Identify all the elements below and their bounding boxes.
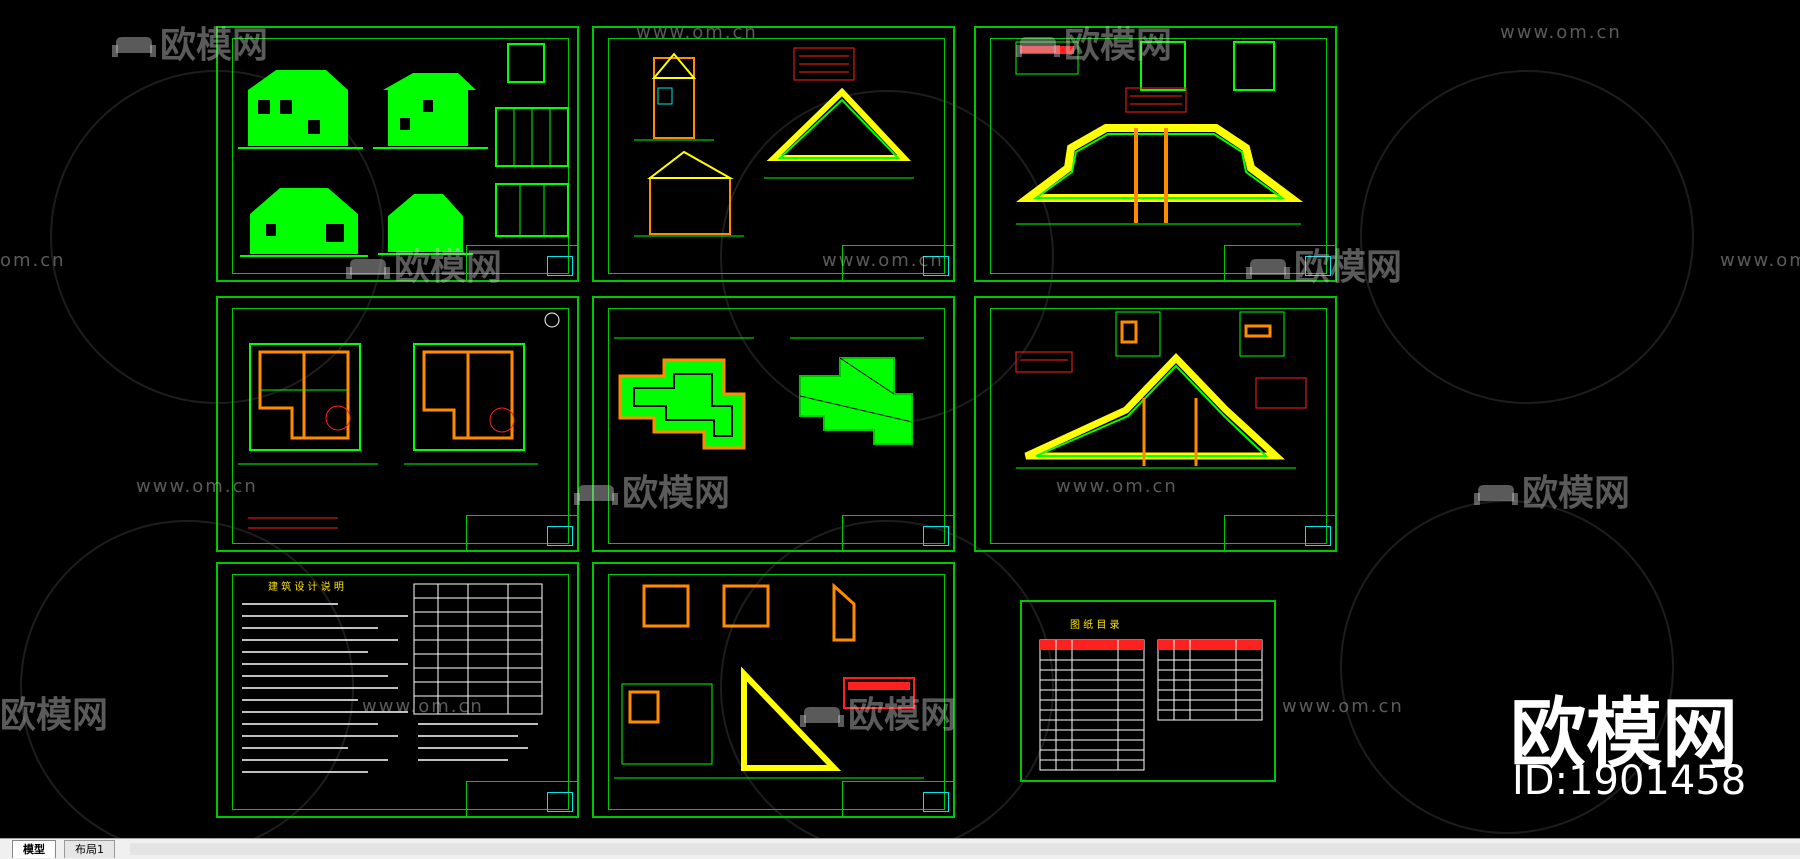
floor-plan-drawings [238, 312, 560, 529]
sofa-logo-icon [1246, 259, 1290, 279]
sofa-logo-icon [1016, 37, 1060, 57]
watermark-brand: 欧模网 [346, 238, 502, 290]
title-block [466, 515, 577, 550]
sheet-inner-frame [232, 574, 569, 810]
sofa-logo-icon [800, 707, 844, 727]
sheet-design-notes[interactable]: 建 筑 设 计 说 明 [216, 562, 579, 818]
sheet-inner-frame [608, 308, 945, 544]
section-b-drawing [1015, 311, 1307, 469]
roof-plan-drawings [614, 337, 924, 450]
watermark-arc [1360, 70, 1694, 404]
watermark-url-partial: om.cn [0, 250, 66, 271]
layout-tab-bar: 模型 布局1 [0, 838, 1800, 859]
sheet-inner-frame [608, 574, 945, 810]
drawing-canvas[interactable]: 建 筑 设 计 说 明 [0, 0, 1800, 838]
watermark-arc [1340, 500, 1674, 834]
design-notes-text-block [242, 583, 543, 773]
watermark-brand: 欧模网 [112, 16, 268, 68]
tab-layout1[interactable]: 布局1 [64, 840, 115, 858]
watermark-brand: 欧模网 [1016, 16, 1172, 68]
tab-model[interactable]: 模型 [12, 840, 56, 858]
title-block [842, 515, 953, 550]
sofa-logo-icon [112, 37, 156, 57]
watermark-brand: 欧模网 [574, 464, 730, 516]
watermark-url: www.om.cn [362, 696, 484, 717]
sheet-inner-frame [990, 38, 1327, 274]
sheet-inner-frame [990, 308, 1327, 544]
sheet-floor-plans[interactable] [216, 296, 579, 552]
detail-drawings [614, 582, 924, 779]
sheet-roof-plans[interactable] [592, 296, 955, 552]
title-block [466, 245, 577, 280]
title-block [466, 781, 577, 816]
sheet-inner-frame [232, 308, 569, 544]
watermark-url-partial: www.om.cn [1720, 250, 1800, 271]
watermark-url: www.om.cn [1056, 476, 1178, 497]
sheet-large-section[interactable] [974, 26, 1337, 282]
title-block [842, 781, 953, 816]
drawing-index-table [1039, 639, 1263, 771]
watermark-brand: 欧模网 [800, 686, 956, 738]
watermark-brand: 欧模网 [1474, 464, 1630, 516]
title-block [1224, 515, 1335, 550]
watermark-url: www.om.cn [1282, 696, 1404, 717]
watermark-url: www.om.cn [136, 476, 258, 497]
watermark-arc [720, 520, 1054, 838]
watermark-url: www.om.cn [636, 22, 758, 43]
elevation-drawings [238, 43, 569, 257]
sheet-sections[interactable] [592, 26, 955, 282]
sheet-inner-frame [608, 38, 945, 274]
watermark-arc [20, 520, 354, 838]
design-notes-title: 建 筑 设 计 说 明 [268, 582, 344, 593]
overlay-id: ID:1901458 [1512, 758, 1747, 804]
overlay-brand: 欧模网 [1510, 689, 1738, 778]
large-section-drawing [1015, 41, 1303, 225]
section-drawings [634, 47, 914, 237]
sheet-details[interactable] [592, 562, 955, 818]
sheet-elevations[interactable] [216, 26, 579, 282]
sofa-logo-icon [574, 485, 618, 505]
sofa-logo-icon [1474, 485, 1518, 505]
watermark-brand: 欧模网 [1246, 238, 1402, 290]
sheet-drawing-index[interactable]: 图 纸 目 录 [1020, 600, 1276, 782]
horizontal-scrollbar[interactable] [130, 843, 1800, 855]
title-block [1224, 245, 1335, 280]
sofa-logo-icon [346, 259, 390, 279]
watermark-url: www.om.cn [1500, 22, 1622, 43]
drawing-index-title: 图 纸 目 录 [1070, 620, 1120, 631]
watermark-url: www.om.cn [822, 250, 944, 271]
title-block [842, 245, 953, 280]
sheet-section-b[interactable] [974, 296, 1337, 552]
watermark-brand-partial: 欧模网 [0, 695, 109, 736]
